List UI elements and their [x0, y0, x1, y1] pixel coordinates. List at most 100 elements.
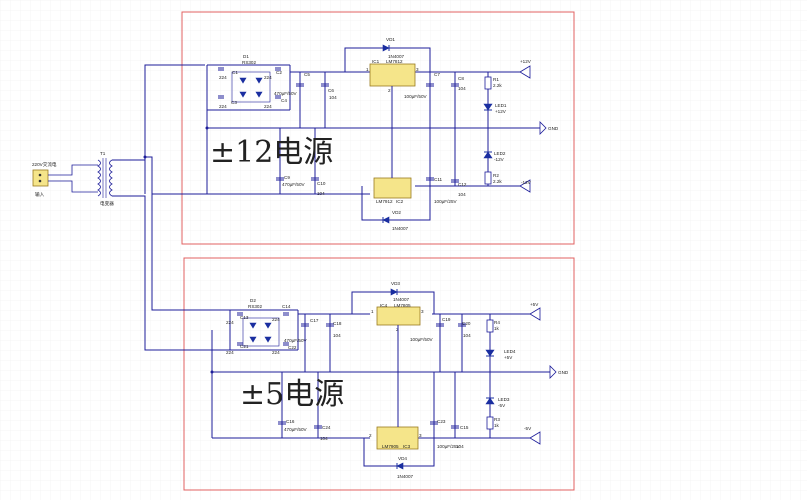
- input-connector-label: 220V交流电: [32, 161, 57, 168]
- led4-ref: LED4: [504, 349, 516, 354]
- cap-c14-value: 224: [272, 317, 280, 322]
- diode-vd1[interactable]: [382, 44, 390, 52]
- output-caps-5-neg: [278, 372, 459, 438]
- cap-c21-label: C21: [240, 344, 249, 349]
- regulator-ic4-lm7805[interactable]: [376, 306, 421, 326]
- cap-c6-label: C6: [328, 88, 334, 93]
- vd3-ref: VD3: [391, 281, 400, 286]
- cap-c10-label: C10: [317, 181, 326, 186]
- cap-c20-value: 104: [463, 333, 471, 338]
- cap-c16-value: 470μF/50V: [284, 427, 308, 432]
- ic4-pin1: 1: [371, 309, 374, 314]
- led2[interactable]: [483, 151, 493, 159]
- cap-c3-value: 224: [219, 104, 227, 109]
- transformer-t1[interactable]: [97, 158, 113, 198]
- led3-ref: LED3: [498, 397, 510, 402]
- cap-c18-label: C18: [333, 321, 342, 326]
- r2-ref: R2: [493, 173, 499, 178]
- vd4-part: 1N4007: [397, 474, 414, 479]
- led2-ref: LED2: [494, 151, 506, 156]
- cap-c7-label: C7: [434, 72, 440, 77]
- bridge-snubber-caps-12: [206, 64, 291, 111]
- ic1-ref: IC1: [372, 59, 380, 64]
- cap-c1-label: C1: [232, 70, 238, 75]
- rail-5v-neg-label: -5V: [524, 426, 532, 431]
- resistor-r2[interactable]: [484, 171, 492, 185]
- cap-c24-label: C24: [322, 425, 331, 430]
- terminal-5v-gnd[interactable]: [549, 365, 557, 379]
- led3[interactable]: [485, 397, 495, 405]
- transformer-name: 电变器: [100, 200, 114, 207]
- r1-ref: R1: [493, 77, 499, 82]
- led1-label: +12V: [495, 109, 507, 114]
- diode-vd2[interactable]: [382, 216, 390, 224]
- resistor-r3[interactable]: [486, 416, 494, 430]
- cap-c8-label: C8: [458, 76, 464, 81]
- bridge-rectifier-d2[interactable]: [242, 317, 280, 347]
- input-connector[interactable]: [32, 169, 49, 187]
- cap-bridge-in-value: 470μF/50V: [274, 91, 298, 96]
- diode-vd3[interactable]: [390, 288, 398, 296]
- frame-5v-module[interactable]: [183, 257, 575, 491]
- ic1-pin3: 3: [416, 67, 419, 72]
- rail-12v-gnd-label: GND: [548, 126, 559, 131]
- led4[interactable]: [485, 349, 495, 357]
- vd2-part: 1N4007: [392, 226, 409, 231]
- r3-value: 1k: [494, 423, 500, 428]
- terminal-12v-neg[interactable]: [519, 179, 531, 193]
- terminal-12v-gnd[interactable]: [539, 121, 547, 135]
- cap-c22-label: C22: [288, 345, 297, 350]
- cap-c13-label: C13: [240, 315, 249, 320]
- ic4-pin3: 3: [421, 309, 424, 314]
- led1[interactable]: [483, 103, 493, 111]
- ic4-ref: IC4: [380, 303, 388, 308]
- rail-5v-pos-label: +5V: [530, 302, 539, 307]
- cap-c14-label: C14: [282, 304, 291, 309]
- ic2-part: LM7912: [376, 199, 393, 204]
- regulator-ic1-lm7812[interactable]: [369, 63, 416, 87]
- vd1-part: 1N4007: [388, 54, 405, 59]
- frame-12v-module[interactable]: [181, 11, 575, 245]
- cap-c11-label: C11: [434, 177, 443, 182]
- led3-label: -5V: [498, 403, 506, 408]
- ic4-part: LM7805: [394, 303, 411, 308]
- ic3-part: LM7905: [382, 444, 399, 449]
- terminal-12v-pos[interactable]: [519, 65, 531, 79]
- ic1-part: LM7812: [386, 59, 403, 64]
- r2-value: 2.2k: [493, 179, 502, 184]
- resistor-r1[interactable]: [484, 76, 492, 90]
- cap-c23-label: C23: [437, 419, 446, 424]
- ic2-ref: IC2: [396, 199, 404, 204]
- regulator-ic2-lm7912[interactable]: [373, 177, 412, 199]
- r3-ref: R3: [494, 417, 500, 422]
- cap-c18-value: 104: [333, 333, 341, 338]
- cap-c4-label: C4: [281, 98, 287, 103]
- cap-c10-value: 104: [317, 191, 325, 196]
- resistor-r4[interactable]: [486, 319, 494, 333]
- diode-vd4[interactable]: [396, 462, 404, 470]
- r4-value: 1k: [494, 326, 500, 331]
- cap-c9-value: 470μF/50V: [282, 182, 306, 187]
- cap-c19-value: 100μF/50V: [410, 337, 434, 342]
- output-caps-12-pos: [296, 72, 459, 128]
- terminal-5v-neg[interactable]: [529, 431, 541, 445]
- cap-c1-value: 224: [219, 75, 227, 80]
- bridge-d2-part: RS302: [248, 304, 262, 309]
- terminal-5v-pos[interactable]: [529, 307, 541, 321]
- cap-c16-label: C16: [286, 419, 295, 424]
- module-title-5v: ±5电源: [240, 377, 344, 412]
- ic1-pin1: 1: [366, 67, 369, 72]
- cap-c13-value: 224: [226, 320, 234, 325]
- bridge-rectifier-d1[interactable]: [231, 71, 271, 103]
- vd2-ref: VD2: [392, 210, 401, 215]
- cap-c22-value: 224: [272, 350, 280, 355]
- cap-c23-value: 100μF/25V: [437, 444, 461, 449]
- cap-c5-label: C5: [304, 72, 310, 77]
- cap-c24-value: 104: [320, 436, 328, 441]
- module-title-12v: ±12电源: [210, 135, 333, 170]
- cap-c2-value: 224: [264, 75, 272, 80]
- led2-label: -12V: [494, 157, 505, 162]
- cap-c3-label: C3: [231, 100, 237, 105]
- cap-c19-label: C19: [442, 317, 451, 322]
